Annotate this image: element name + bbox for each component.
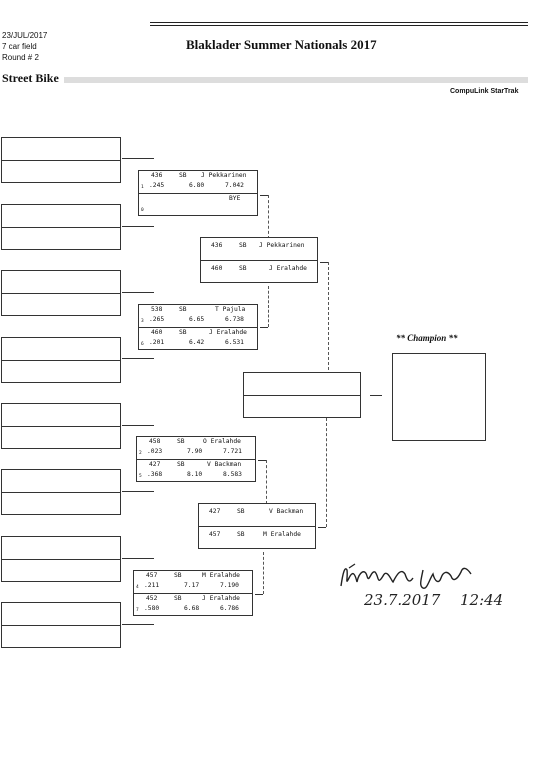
reaction-time: .211 — [144, 582, 160, 589]
lane-number: 4 — [136, 585, 139, 590]
event-date: 23/JUL/2017 — [2, 31, 48, 40]
driver-name: J Eralahde — [202, 595, 240, 602]
final-box — [243, 372, 361, 418]
elapsed-time: 7.721 — [223, 448, 242, 455]
dial-in: 7.90 — [187, 448, 203, 455]
car-class: SB — [237, 531, 245, 538]
signature-scribble — [340, 563, 472, 589]
car-number: 458 — [149, 438, 161, 445]
ladder-slot — [1, 536, 121, 582]
elapsed-time: 8.583 — [223, 471, 242, 478]
match-box-round1: 457 SB M Eralahde 4 .211 7.17 7.190 452 … — [133, 570, 253, 616]
car-class: SB — [177, 438, 185, 445]
dial-in: 6.65 — [189, 316, 205, 323]
car-number: 460 — [211, 265, 223, 272]
car-class: SB — [239, 265, 247, 272]
car-number: 427 — [149, 461, 161, 468]
ladder-slot — [1, 602, 121, 648]
elapsed-time: 6.531 — [225, 339, 244, 346]
driver-name: J Pekkarinen — [259, 242, 305, 249]
ladder-slot — [1, 137, 121, 183]
ladder-slot — [1, 469, 121, 515]
champion-box — [392, 353, 486, 441]
ladder-slot — [1, 204, 121, 250]
driver-name: V Backman — [207, 461, 242, 468]
reaction-time: .368 — [147, 471, 163, 478]
elapsed-time: 6.738 — [225, 316, 244, 323]
car-class: SB — [179, 172, 187, 179]
reaction-time: .265 — [149, 316, 165, 323]
dial-in: 7.17 — [184, 582, 200, 589]
reaction-time: .023 — [147, 448, 163, 455]
elapsed-time: 7.190 — [220, 582, 239, 589]
dotted-leader — [64, 77, 528, 83]
dial-in: 6.80 — [189, 182, 205, 189]
lane-number: 3 — [141, 319, 144, 324]
reaction-time: .245 — [149, 182, 165, 189]
car-number: 457 — [209, 531, 221, 538]
car-number: 538 — [151, 306, 163, 313]
lane-number: 1 — [141, 185, 144, 190]
driver-name: T Pajula — [215, 306, 246, 313]
lane-number: 7 — [136, 608, 139, 613]
driver-name: M Eralahde — [202, 572, 240, 579]
car-class: SB — [237, 508, 245, 515]
ladder-slot — [1, 270, 121, 316]
car-number: 427 — [209, 508, 221, 515]
signature-time: 12:44 — [460, 591, 504, 609]
event-title: Blaklader Summer Nationals 2017 — [186, 37, 377, 52]
car-number: 452 — [146, 595, 158, 602]
car-class: SB — [179, 329, 187, 336]
field-size: 7 car field — [2, 42, 37, 51]
car-class: SB — [239, 242, 247, 249]
lane-number: 0 — [141, 208, 144, 213]
car-class: SB — [174, 595, 182, 602]
driver-name: V Backman — [269, 508, 304, 515]
car-number: 457 — [146, 572, 158, 579]
driver-name: M Eralahde — [263, 531, 301, 538]
software-credit: CompuLink StarTrak — [450, 88, 519, 95]
lane-number: 6 — [141, 342, 144, 347]
match-box-round2: 436 SB J Pekkarinen 460 SB J Eralahde — [200, 237, 318, 283]
driver-name: J Pekkarinen — [201, 172, 247, 179]
dial-in: 8.10 — [187, 471, 203, 478]
round-number: Round # 2 — [2, 53, 39, 62]
reaction-time: .201 — [149, 339, 165, 346]
champion-label: ** Champion ** — [396, 333, 458, 343]
driver-name: O Eralahde — [203, 438, 241, 445]
lane-number: 5 — [139, 474, 142, 479]
car-number: 460 — [151, 329, 163, 336]
class-name: Street Bike — [2, 71, 59, 85]
car-class: SB — [177, 461, 185, 468]
car-number: 436 — [211, 242, 223, 249]
driver-name: J Eralahde — [209, 329, 247, 336]
match-box-round1: 458 SB O Eralahde 2 .023 7.90 7.721 427 … — [136, 436, 256, 482]
ladder-slot — [1, 403, 121, 449]
lane-number: 2 — [139, 451, 142, 456]
driver-name: J Eralahde — [269, 265, 307, 272]
car-number: 436 — [151, 172, 163, 179]
signature-date: 23.7.2017 — [364, 591, 441, 609]
car-class: SB — [179, 306, 187, 313]
match-box-round1: 538 SB T Pajula 3 .265 6.65 6.738 460 SB… — [138, 304, 258, 350]
elapsed-time: 7.042 — [225, 182, 244, 189]
match-box-round1: 436 SB J Pekkarinen 1 .245 6.80 7.042 BY… — [138, 170, 258, 216]
driver-name: BYE — [229, 195, 241, 202]
dial-in: 6.68 — [184, 605, 200, 612]
dial-in: 6.42 — [189, 339, 205, 346]
ladder-slot — [1, 337, 121, 383]
car-class: SB — [174, 572, 182, 579]
elapsed-time: 6.786 — [220, 605, 239, 612]
reaction-time: .580 — [144, 605, 160, 612]
match-box-round2: 427 SB V Backman 457 SB M Eralahde — [198, 503, 316, 549]
